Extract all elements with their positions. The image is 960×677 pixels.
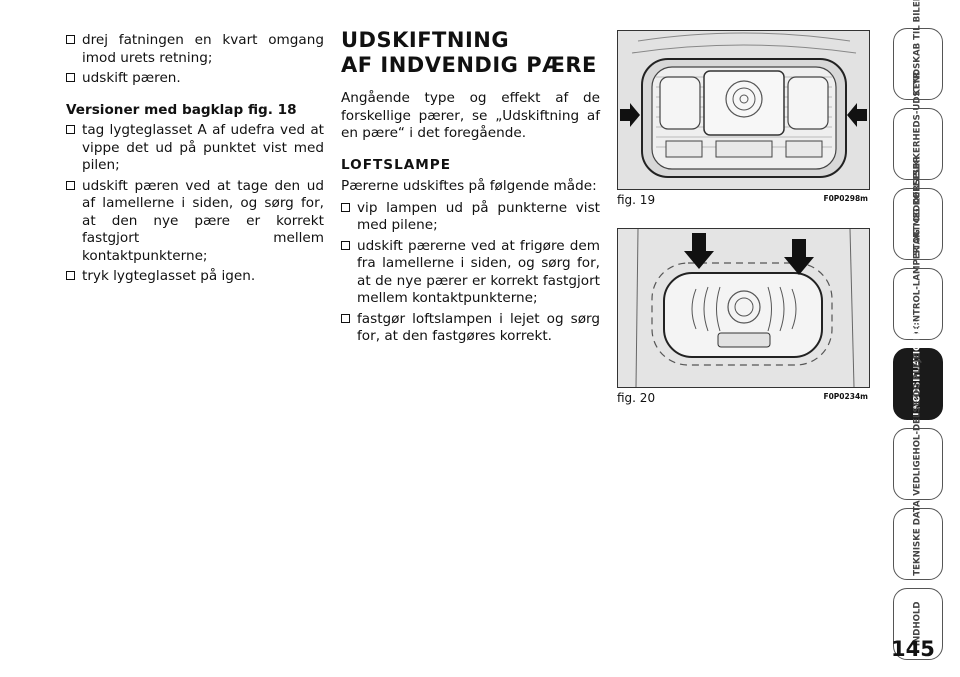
tab-sikkerhedsudstyr[interactable]: SIKKERHEDS-UDSTYR [893, 72, 943, 180]
list-item: tryk lygteglasset på igen. [66, 268, 324, 286]
list-item: drej fatningen en kvart omgang imod uret… [66, 32, 324, 67]
list-item: fastgør loftslampen i lejet og sørg for,… [341, 311, 600, 346]
figure-label: fig. 20 [617, 391, 656, 405]
checkbox-bullet-icon [66, 180, 75, 190]
subheading: Versioner med bagklap fig. 18 [66, 101, 297, 118]
list-item: udskift pærerne ved at frigøre dem fra l… [341, 238, 600, 308]
list-item: tag lygteglasset A af udefra ved at vipp… [66, 122, 324, 175]
list-item: vip lampen ud på punkterne vist med pile… [341, 200, 600, 235]
tab-start-og-korsel[interactable]: START OG KØRSEL [893, 168, 943, 260]
tab-nodsituationer[interactable]: I NØDSITUATIO-NER [893, 320, 943, 420]
checkbox-bullet-icon [341, 202, 350, 212]
ceiling-lamp-drawing [618, 31, 869, 189]
checkbox-bullet-icon [341, 313, 350, 323]
figure-label: fig. 19 [617, 193, 656, 207]
ceiling-lamp-removal-drawing [618, 229, 869, 387]
tab-kendskab-til-bilen[interactable]: KENDSKAB TIL BILEN [893, 0, 943, 100]
checkbox-bullet-icon [66, 35, 75, 44]
tab-kontrollamper[interactable]: KONTROL-LAMPER OG MEDDELELSER [893, 157, 943, 340]
page-number: 145 [891, 637, 935, 661]
figure-20-illustration [617, 228, 870, 388]
section-heading: LOFTSLAMPE [341, 156, 452, 173]
section-intro: Pærerne udskiftes på følgende måde: [341, 178, 597, 194]
checkbox-bullet-icon [341, 240, 350, 250]
middle-column: UDSKIFTNING AF INDVENDIG PÆRE Angående t… [341, 28, 600, 349]
intro-paragraph: Angående type og effekt af de forskellig… [341, 90, 600, 141]
tab-vedligeholdelse[interactable]: VEDLIGEHOL-DELSE OG PLEJE [893, 354, 943, 500]
left-column: drej fatningen en kvart omgang imod uret… [66, 32, 324, 289]
figure-code: F0P0234m [823, 392, 868, 401]
checkbox-bullet-icon [66, 73, 75, 82]
list-item: udskift pæren ved at tage den ud af lame… [66, 178, 324, 266]
section-title: UDSKIFTNING AF INDVENDIG PÆRE [341, 28, 597, 77]
list-item: udskift pæren. [66, 70, 324, 88]
tab-tekniske-data[interactable]: TEKNISKE DATA [893, 501, 943, 580]
tab-indhold[interactable]: INDHOLD [893, 588, 943, 660]
figure-code: F0P0298m [823, 194, 868, 203]
figure-19-illustration [617, 30, 870, 190]
checkbox-bullet-icon [66, 271, 75, 280]
checkbox-bullet-icon [66, 125, 75, 134]
